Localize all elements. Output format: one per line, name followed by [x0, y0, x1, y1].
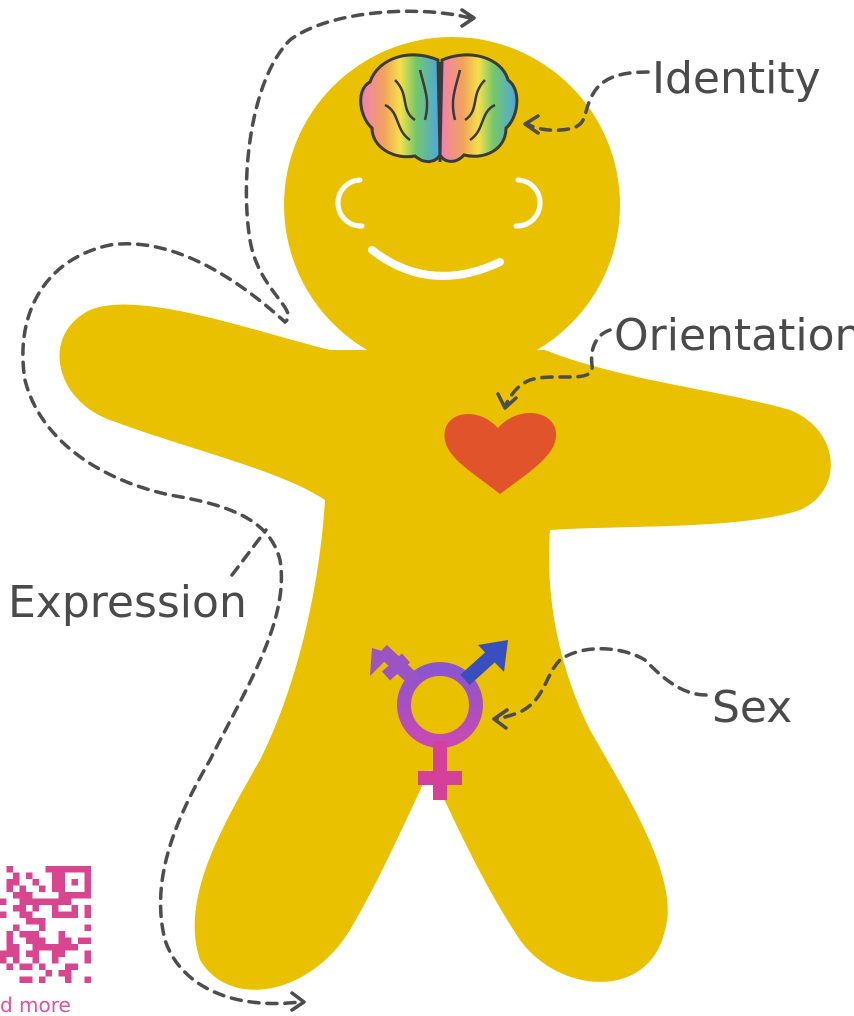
identity-label: Identity	[652, 53, 821, 104]
expression-label: Expression	[8, 577, 247, 628]
qr-code-icon[interactable]	[0, 862, 94, 990]
torso-shape	[60, 305, 831, 990]
expression-leader-line	[232, 530, 266, 575]
qr-caption: d more	[0, 993, 71, 1016]
gingerbread-body	[60, 37, 831, 990]
orientation-label: Orientation	[614, 310, 854, 361]
sex-label: Sex	[712, 682, 792, 733]
brain-icon	[361, 55, 517, 162]
